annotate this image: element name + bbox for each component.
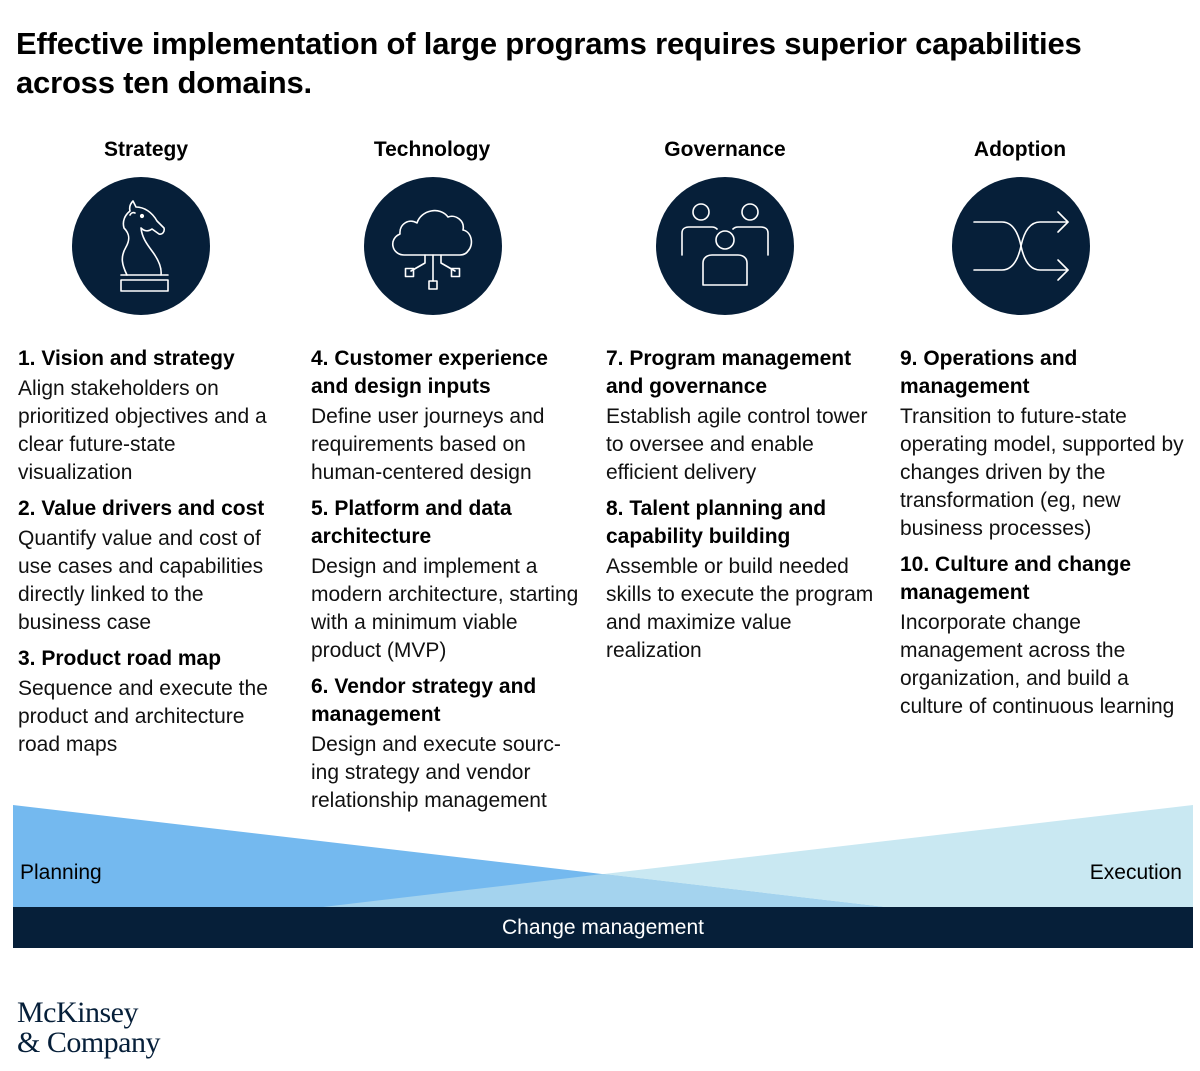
domain-item-description: Sequence and execute the product and arc… bbox=[18, 677, 268, 756]
page-title: Effective implementation of large progra… bbox=[16, 26, 1082, 100]
wedge-overlap bbox=[323, 874, 883, 907]
domain-item: 6. Vendor strategy and management Design… bbox=[311, 673, 586, 815]
domain-item-description: Quantify value and cost of use cases and… bbox=[18, 527, 264, 634]
planning-label: Planning bbox=[20, 861, 102, 884]
domain-item-title: 10. Culture and change management bbox=[900, 553, 1132, 604]
column-heading: Strategy bbox=[103, 138, 189, 161]
column-heading: Governance bbox=[664, 138, 786, 161]
domain-item-title: 5. Platform and data architecture bbox=[311, 497, 512, 548]
planning-execution-wedges bbox=[13, 805, 1193, 907]
domain-item-description: Design and execute sourc-ing strategy an… bbox=[311, 733, 561, 812]
domain-item-description: Assemble or build needed skills to execu… bbox=[606, 555, 874, 662]
domain-item-title: 3. Product road map bbox=[18, 647, 222, 670]
domain-list: 7. Program management and governance Est… bbox=[606, 345, 884, 673]
domain-item: 4. Customer experience and design inputs… bbox=[311, 345, 586, 487]
domain-item: 7. Program management and governance Est… bbox=[606, 345, 884, 487]
domain-item-description: Design and implement a modern architectu… bbox=[311, 555, 579, 662]
domain-item-title: 9. Operations and management bbox=[900, 347, 1078, 398]
domain-item: 5. Platform and data architecture Design… bbox=[311, 495, 586, 665]
domain-item-title: 7. Program management and governance bbox=[606, 347, 852, 398]
domain-item-description: Transition to future-state operating mod… bbox=[900, 405, 1184, 540]
domain-list: 1. Vision and strategy Align stakeholder… bbox=[18, 345, 290, 767]
logo-line-1: McKinsey bbox=[17, 996, 138, 1029]
domain-item: 3. Product road map Sequence and execute… bbox=[18, 645, 290, 759]
change-management-bar: Change management bbox=[13, 907, 1193, 948]
people-group-icon bbox=[656, 177, 794, 315]
domain-item-description: Define user journeys and requirements ba… bbox=[311, 405, 545, 484]
column-heading: Adoption bbox=[973, 138, 1067, 161]
shuffle-arrows-icon bbox=[952, 177, 1090, 315]
domain-list: 9. Operations and management Transition … bbox=[900, 345, 1190, 729]
mckinsey-logo: McKinsey & Company bbox=[17, 996, 161, 1059]
domain-item: 2. Value drivers and cost Quantify value… bbox=[18, 495, 290, 637]
domain-item-description: Incorporate change management across the… bbox=[900, 611, 1175, 718]
cloud-network-icon bbox=[364, 177, 502, 315]
column-heading: Technology bbox=[373, 138, 491, 161]
domain-item-title: 2. Value drivers and cost bbox=[18, 497, 265, 520]
chess-knight-icon bbox=[72, 177, 210, 315]
domain-item-title: 4. Customer experience and design inputs bbox=[311, 347, 548, 398]
domain-item: 8. Talent planning and capability buildi… bbox=[606, 495, 884, 665]
domain-item-description: Establish agile control tower to oversee… bbox=[606, 405, 868, 484]
logo-line-2: & Company bbox=[17, 1026, 161, 1059]
domain-item-description: Align stakeholders on prioritized object… bbox=[18, 377, 267, 484]
domain-item: 1. Vision and strategy Align stakeholder… bbox=[18, 345, 290, 487]
domain-item-title: 8. Talent planning and capability buildi… bbox=[606, 497, 827, 548]
domain-list: 4. Customer experience and design inputs… bbox=[311, 345, 586, 823]
domain-item: 10. Culture and change management Incorp… bbox=[900, 551, 1190, 721]
domain-item-title: 6. Vendor strategy and management bbox=[311, 675, 537, 726]
domain-item-title: 1. Vision and strategy bbox=[18, 347, 235, 370]
execution-label: Execution bbox=[1089, 861, 1182, 884]
domain-item: 9. Operations and management Transition … bbox=[900, 345, 1190, 543]
